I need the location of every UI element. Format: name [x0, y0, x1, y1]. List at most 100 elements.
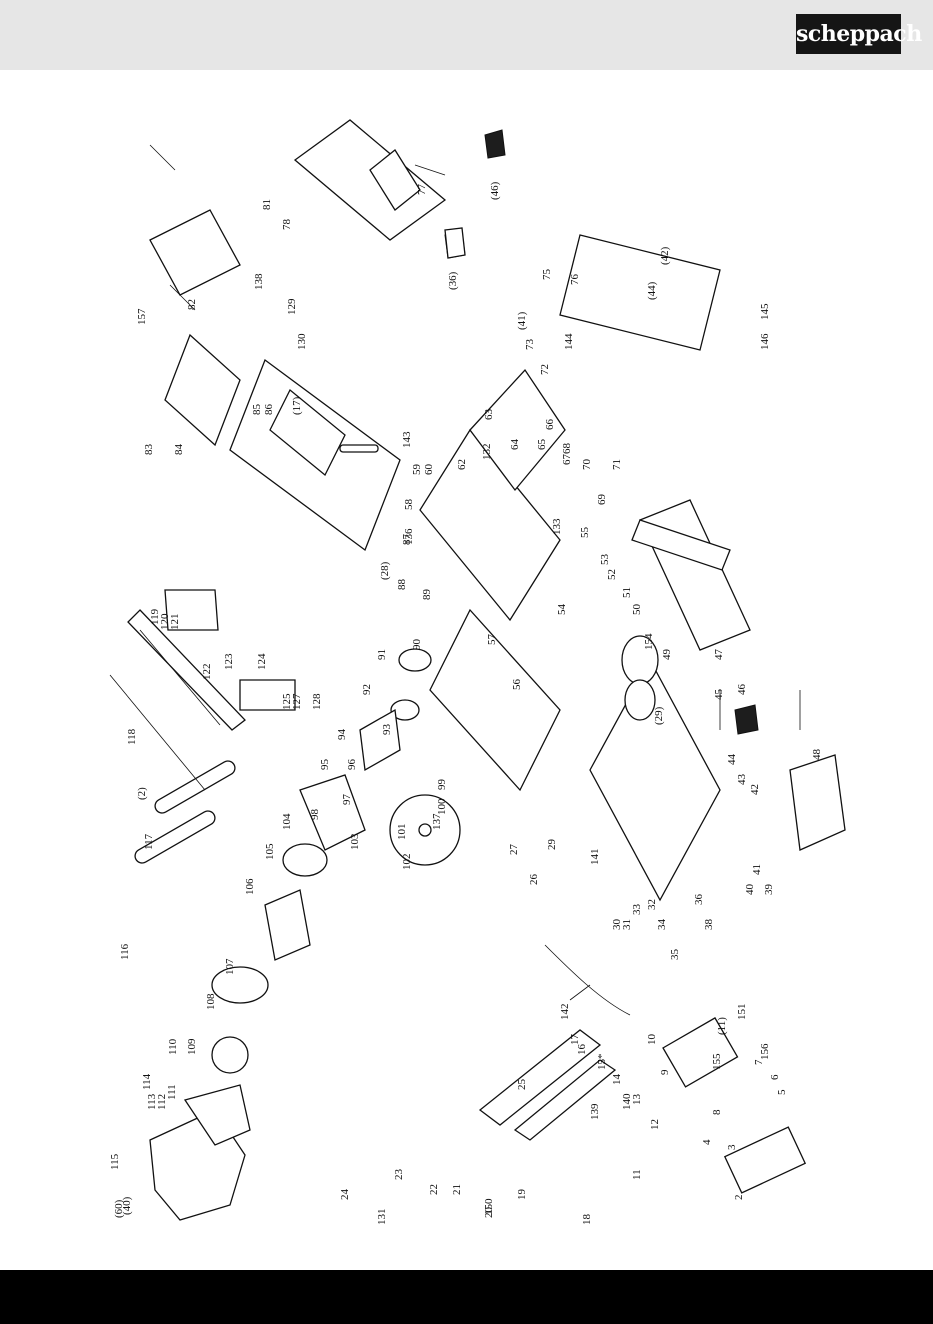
part-label: 139: [589, 1103, 601, 1120]
part-label: 30: [611, 919, 623, 931]
part-label: 114: [141, 1073, 153, 1090]
bracket-label: (46): [489, 181, 501, 200]
part-label: 106: [244, 878, 256, 895]
page-footer: [0, 1270, 933, 1324]
part-label: 41: [751, 864, 763, 875]
part-label: 89: [421, 589, 433, 601]
part-label: 56: [511, 679, 523, 691]
part-label: 123: [223, 653, 235, 670]
part-label: 57: [486, 634, 498, 646]
table-top: [149, 209, 401, 552]
part-label: 22: [428, 1184, 440, 1195]
part-label: 111: [166, 1084, 178, 1100]
part-label: 26: [528, 874, 540, 886]
part-label: 69: [596, 494, 608, 506]
part-label: 97: [341, 794, 353, 806]
part-label: 47: [713, 649, 725, 661]
part-label: 104: [281, 813, 293, 830]
part-label: 105: [264, 843, 276, 860]
part-label: 52: [606, 569, 618, 580]
part-label: 16: [576, 1044, 588, 1056]
bracket-label: (36): [447, 271, 459, 290]
part-label: 72: [539, 364, 551, 375]
part-label: 133: [551, 518, 563, 535]
part-label: 39: [763, 884, 775, 896]
part-label: 73: [524, 339, 536, 351]
part-label: 143: [401, 431, 413, 448]
part-label: 127: [291, 693, 303, 710]
part-label: 110: [167, 1038, 179, 1055]
part-label: 46: [736, 684, 748, 696]
part-label: 117: [143, 833, 155, 850]
bracket-label: (60): [113, 1199, 125, 1218]
part-label: 9: [659, 1069, 671, 1075]
part-label: 101: [396, 824, 408, 841]
saw-blade: [359, 648, 461, 866]
part-label: 109: [186, 1038, 198, 1055]
rear-frame: [293, 119, 721, 351]
part-label: 157: [136, 308, 148, 325]
part-label: 36: [693, 894, 705, 906]
part-label: 29: [546, 839, 558, 851]
part-label: 146: [759, 333, 771, 350]
part-label: 40: [744, 884, 756, 896]
handle-bars: [134, 760, 236, 864]
part-label: 102: [401, 854, 413, 871]
part-label: 63: [483, 409, 495, 421]
part-label: 84: [173, 444, 185, 456]
part-label: 119: [149, 608, 161, 625]
part-label: 59: [411, 464, 423, 476]
part-labels: 2 3 4 5 6 7 8 9 10 11 12 13 14 15* 16 17…: [109, 181, 823, 1300]
part-label: 121: [169, 614, 181, 631]
small-parts: [339, 227, 846, 851]
part-label: 107: [224, 958, 236, 975]
part-label: 140: [621, 1093, 633, 1110]
part-label: 45: [713, 689, 725, 701]
part-label: 35: [669, 949, 681, 961]
bracket-label: (29): [653, 706, 665, 725]
part-label: 76: [569, 274, 581, 286]
part-label: 33: [631, 904, 643, 916]
part-label: 78: [281, 219, 293, 231]
part-label: 85: [251, 404, 263, 416]
part-label: 103: [349, 833, 361, 850]
part-label: 90: [411, 639, 423, 651]
part-label: 49: [661, 649, 673, 661]
part-label: 34: [656, 919, 668, 931]
part-label: 10: [646, 1034, 658, 1046]
part-label: 38: [703, 919, 715, 931]
part-label: 23: [393, 1169, 405, 1181]
saw-frame: [419, 368, 751, 902]
part-label: 42: [749, 784, 761, 795]
part-label: 18: [581, 1214, 593, 1226]
part-label: 44: [726, 754, 738, 766]
part-label: 145: [759, 303, 771, 320]
bracket-label: (40): [121, 1196, 133, 1215]
part-label: 60: [423, 464, 435, 476]
bracket-label: (17): [291, 396, 303, 415]
part-label: 54: [556, 604, 568, 616]
part-label: 32: [646, 899, 658, 910]
part-label: 129: [286, 298, 298, 315]
part-label: 151: [736, 1004, 748, 1021]
rip-fence: [109, 589, 296, 791]
part-label: 13: [631, 1094, 643, 1106]
part-label: 125: [281, 693, 293, 710]
part-label: 92: [361, 684, 373, 695]
part-label: 93: [381, 724, 393, 736]
part-label: 99: [436, 779, 448, 791]
part-label: 132: [481, 444, 493, 461]
part-label: 4: [701, 1139, 713, 1145]
part-label: 25: [516, 1079, 528, 1091]
switch-box: [478, 944, 807, 1194]
part-label: 95: [319, 759, 331, 771]
part-label: 6: [769, 1074, 781, 1080]
part-label: 43: [736, 774, 748, 786]
part-label: 142: [559, 1004, 571, 1021]
leader-lines: [149, 144, 801, 1001]
part-label: 141: [589, 849, 601, 866]
part-label: 112: [156, 1094, 168, 1110]
part-label: 130: [296, 333, 308, 350]
part-label: 7: [753, 1059, 765, 1065]
part-label: 144: [563, 333, 575, 350]
